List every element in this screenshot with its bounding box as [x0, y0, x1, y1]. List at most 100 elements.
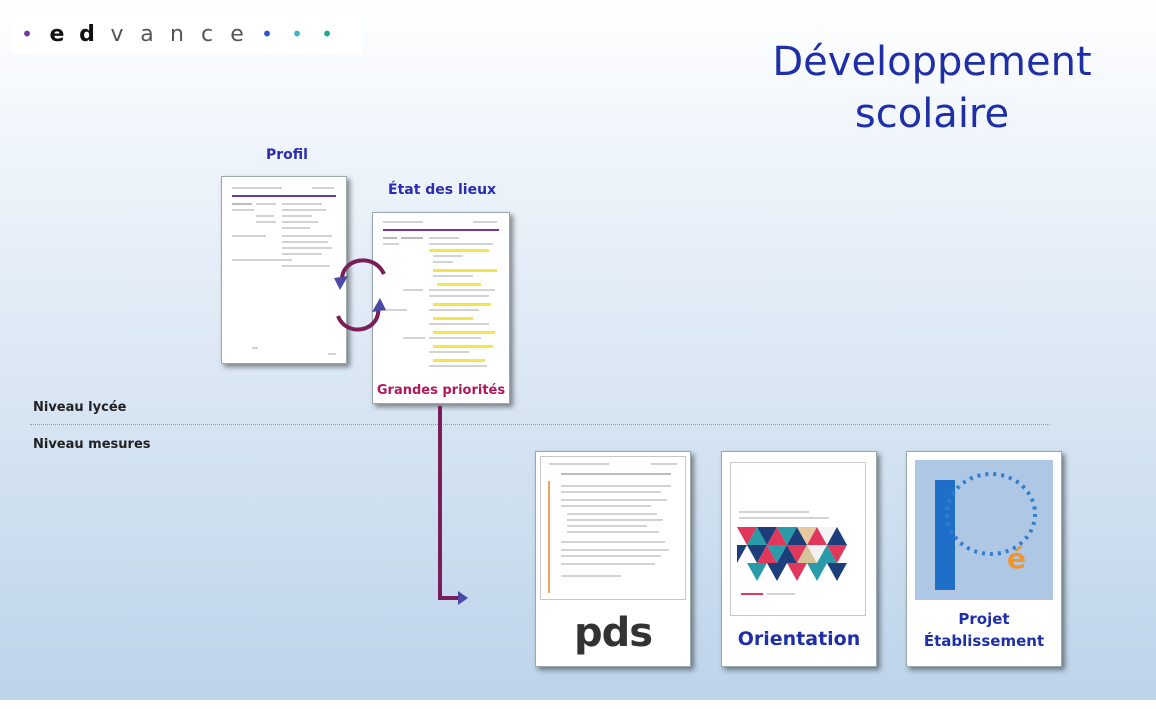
triangle-shape [797, 527, 817, 545]
doc-line [567, 525, 647, 527]
orientation-card: Orientation [721, 451, 877, 667]
projet-label-line1: Projet [958, 610, 1010, 628]
doc-line [433, 275, 473, 277]
triangle-shape [747, 545, 767, 563]
pds-label: pds [573, 610, 653, 656]
doc-line [282, 215, 312, 217]
doc-line [739, 511, 809, 513]
triangle-shape [767, 545, 787, 563]
edvance-logo: • e d v a n c e • • • [12, 14, 362, 54]
cycle-arrow-top [339, 258, 386, 283]
doc-header-bar [383, 229, 499, 231]
cycle-arrow-bottom [336, 305, 381, 332]
doc-line [561, 549, 669, 551]
projet-etablissement-card: é Projet Établissement [906, 451, 1062, 667]
doc-line [282, 265, 330, 267]
doc-line [561, 485, 671, 487]
projet-etablissement-label: Projet Établissement [907, 608, 1061, 652]
triangle-shape [797, 545, 817, 563]
doc-line [429, 237, 459, 239]
arrow-path [438, 406, 460, 600]
page-title: Développement scolaire [722, 36, 1142, 140]
triangle-shape [787, 563, 807, 581]
doc-line [567, 513, 657, 515]
doc-line [401, 237, 423, 239]
cycle-arrowhead-top [334, 276, 348, 290]
title-line-2: scolaire [854, 91, 1010, 137]
triangle-shape [807, 545, 827, 563]
triangle-shape [767, 563, 787, 581]
doc-line [433, 255, 463, 257]
doc-line [282, 227, 310, 229]
triangle-shape [807, 563, 827, 581]
doc-line [383, 237, 397, 239]
cycle-arrowhead-bottom [372, 298, 386, 312]
triangle-shape [777, 545, 797, 563]
logo-dot-teal: • [321, 22, 333, 46]
doc-line [473, 221, 497, 223]
triangle-pattern [737, 527, 847, 581]
triangle-shape [737, 545, 747, 563]
doc-line [429, 323, 489, 325]
doc-line [429, 337, 481, 339]
doc-line [383, 309, 407, 311]
doc-highlight [433, 317, 473, 320]
doc-line [429, 289, 495, 291]
doc-line [232, 209, 254, 211]
niveau-lycee-label: Niveau lycée [33, 400, 127, 415]
triangle-shape [757, 527, 777, 545]
pds-side-rule [548, 481, 550, 593]
etat-document: Grandes priorités [372, 212, 510, 404]
doc-line [232, 235, 266, 237]
triangle-shape [807, 527, 827, 545]
logo-dot-blue: • [261, 22, 273, 46]
doc-line [561, 473, 671, 475]
doc-line [561, 555, 661, 557]
doc-line [429, 309, 479, 311]
down-right-arrow-icon [438, 406, 468, 605]
doc-line [282, 221, 318, 223]
doc-line [232, 259, 292, 261]
logo-dot-cyan: • [291, 22, 303, 46]
cycle-arrows-icon [334, 258, 386, 332]
pe-letter-p-stem [935, 480, 955, 590]
niveau-mesures-label: Niveau mesures [33, 437, 151, 452]
doc-line [561, 505, 651, 507]
triangle-shape [817, 527, 837, 545]
doc-line [567, 519, 663, 521]
doc-highlight [433, 345, 493, 348]
doc-line [282, 209, 326, 211]
doc-header-bar [232, 195, 336, 197]
doc-line [433, 261, 453, 263]
doc-highlight [433, 359, 485, 362]
doc-line [651, 463, 677, 465]
orientation-cover [730, 462, 866, 616]
title-line-1: Développement [772, 39, 1092, 85]
doc-line [256, 203, 276, 205]
triangle-shape [787, 545, 807, 563]
triangle-shape [747, 527, 767, 545]
doc-highlight [437, 283, 481, 286]
doc-line [561, 541, 665, 543]
triangle-shape [777, 527, 797, 545]
logo-dot-purple: • [21, 22, 33, 46]
doc-highlight [433, 303, 491, 306]
profil-label: Profil [266, 147, 308, 163]
doc-line [739, 517, 829, 519]
doc-line [429, 243, 493, 245]
orientation-label: Orientation [737, 628, 861, 650]
projet-label-line2: Établissement [923, 632, 1045, 650]
logo-letter: e [49, 21, 65, 47]
logo-letter: e [230, 21, 244, 47]
profil-document [221, 176, 347, 364]
pds-card: pds [535, 451, 691, 667]
doc-highlight [429, 249, 489, 252]
logo-letter: c [200, 21, 214, 47]
pe-logo-icon [935, 472, 1037, 590]
doc-line [383, 243, 399, 245]
pe-accent-e: é [1007, 542, 1026, 575]
doc-line [252, 347, 258, 349]
doc-line [429, 365, 487, 367]
triangle-shape [747, 563, 767, 581]
doc-line [429, 295, 489, 297]
